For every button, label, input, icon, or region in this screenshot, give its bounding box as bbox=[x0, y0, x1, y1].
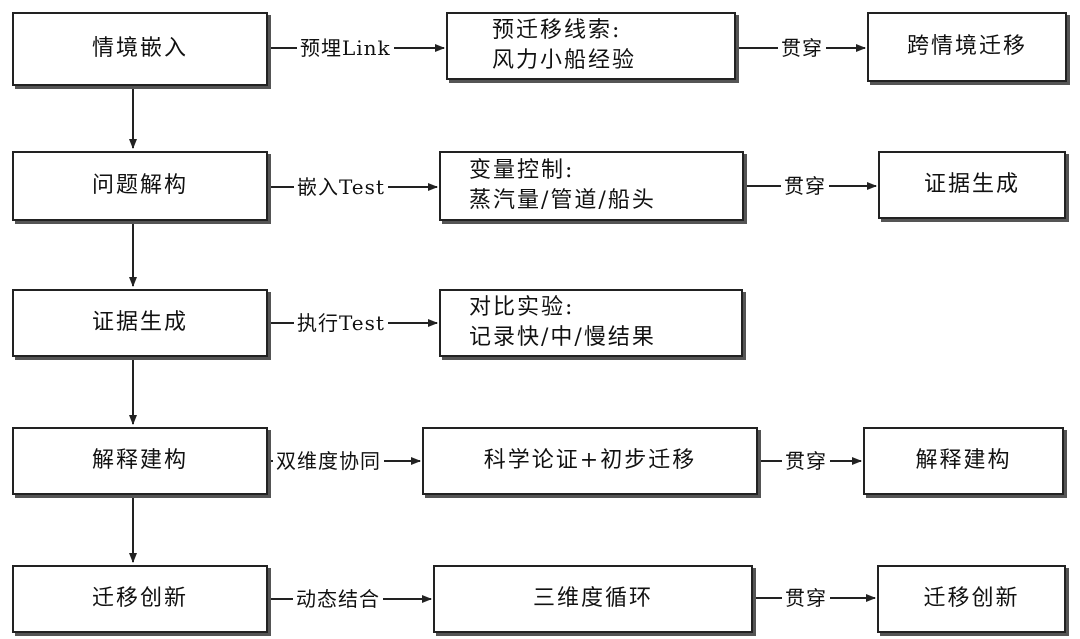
detail-box-1: 预迁移线索: 风力小船经验 bbox=[446, 12, 736, 80]
through-label-1: 贯穿 bbox=[778, 36, 826, 60]
detail-line-2: 蒸汽量/管道/船头 bbox=[469, 188, 656, 213]
stage-label: 迁移创新 bbox=[91, 586, 188, 612]
through-label-5: 贯穿 bbox=[782, 586, 830, 610]
outcome-label: 证据生成 bbox=[923, 172, 1020, 198]
stage-box-2: 问题解构 bbox=[12, 151, 268, 221]
stage-box-3: 证据生成 bbox=[12, 289, 268, 357]
outcome-box-5: 迁移创新 bbox=[877, 565, 1066, 633]
detail-box-4: 科学论证+初步迁移 bbox=[422, 427, 758, 495]
outcome-box-4: 解释建构 bbox=[863, 427, 1064, 495]
through-label-4: 贯穿 bbox=[782, 449, 830, 473]
outcome-label: 迁移创新 bbox=[923, 586, 1020, 612]
detail-box-5: 三维度循环 bbox=[433, 565, 753, 633]
outcome-label: 跨情境迁移 bbox=[906, 34, 1027, 60]
action-label-5: 动态结合 bbox=[293, 587, 383, 611]
stage-box-1: 情境嵌入 bbox=[12, 12, 268, 86]
action-label-3: 执行Test bbox=[294, 311, 388, 335]
stage-label: 解释建构 bbox=[91, 448, 188, 474]
detail-line-1: 科学论证+初步迁移 bbox=[483, 448, 697, 474]
outcome-box-2: 证据生成 bbox=[878, 151, 1066, 219]
detail-box-3: 对比实验: 记录快/中/慢结果 bbox=[439, 289, 743, 357]
detail-box-2: 变量控制: 蒸汽量/管道/船头 bbox=[439, 151, 744, 221]
outcome-label: 解释建构 bbox=[915, 448, 1012, 474]
detail-line-2: 风力小船经验 bbox=[492, 48, 637, 73]
through-label-2: 贯穿 bbox=[781, 174, 829, 198]
action-label-2: 嵌入Test bbox=[294, 175, 388, 199]
detail-line-1: 变量控制: bbox=[469, 158, 575, 184]
stage-box-4: 解释建构 bbox=[12, 427, 268, 495]
detail-line-1: 预迁移线索: bbox=[492, 18, 622, 44]
detail-line-2: 记录快/中/慢结果 bbox=[469, 325, 656, 350]
stage-label: 情境嵌入 bbox=[91, 36, 188, 62]
stage-label: 问题解构 bbox=[91, 173, 188, 199]
detail-line-1: 对比实验: bbox=[469, 295, 575, 321]
action-label-1: 预埋Link bbox=[297, 36, 394, 60]
stage-label: 证据生成 bbox=[91, 310, 188, 336]
outcome-box-1: 跨情境迁移 bbox=[867, 12, 1067, 82]
detail-line-1: 三维度循环 bbox=[532, 586, 653, 612]
action-label-4: 双维度协同 bbox=[273, 449, 384, 473]
stage-box-5: 迁移创新 bbox=[12, 565, 268, 633]
